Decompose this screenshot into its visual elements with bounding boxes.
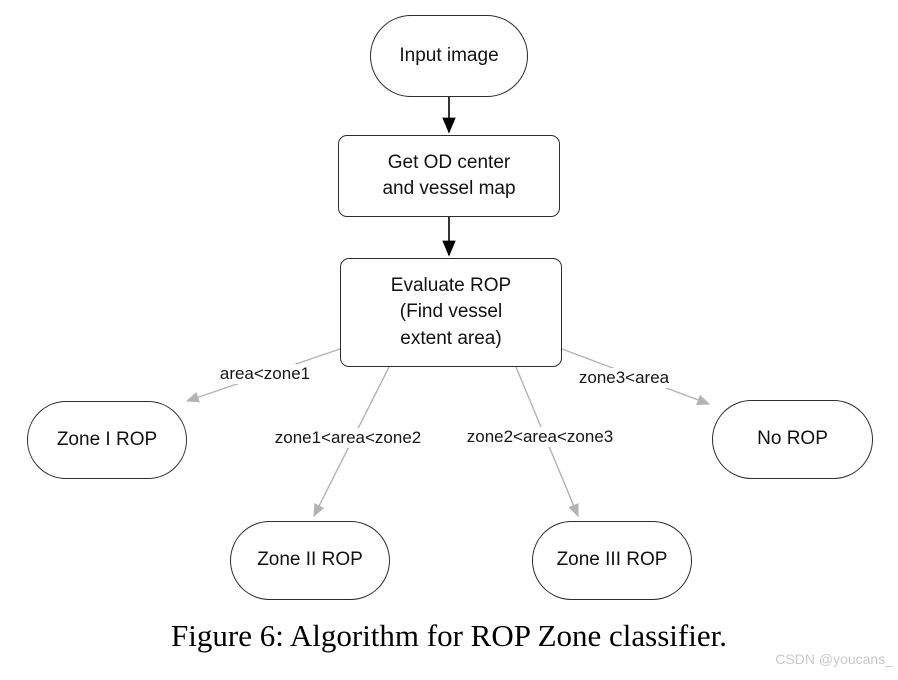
- edge-label-zone1-lt-area-lt-zone2: zone1<area<zone2: [271, 428, 425, 448]
- figure-caption: Figure 6: Algorithm for ROP Zone classif…: [171, 618, 727, 653]
- edge-label-zone2-lt-area-lt-zone3: zone2<area<zone3: [463, 427, 617, 447]
- node-evaluate-rop: Evaluate ROP (Find vessel extent area): [340, 258, 562, 367]
- node-zone-3-rop: Zone III ROP: [532, 521, 692, 600]
- node-input-image: Input image: [370, 15, 528, 97]
- node-zone-1-rop: Zone I ROP: [27, 401, 187, 479]
- node-zone-2-rop: Zone II ROP: [230, 521, 390, 600]
- edge-label-zone3-lt-area: zone3<area: [575, 368, 673, 388]
- node-no-rop: No ROP: [712, 400, 873, 479]
- edge-label-area-lt-zone1: area<zone1: [216, 364, 314, 384]
- node-get-od-center: Get OD center and vessel map: [338, 135, 560, 217]
- watermark-text: CSDN @youcans_: [775, 651, 893, 667]
